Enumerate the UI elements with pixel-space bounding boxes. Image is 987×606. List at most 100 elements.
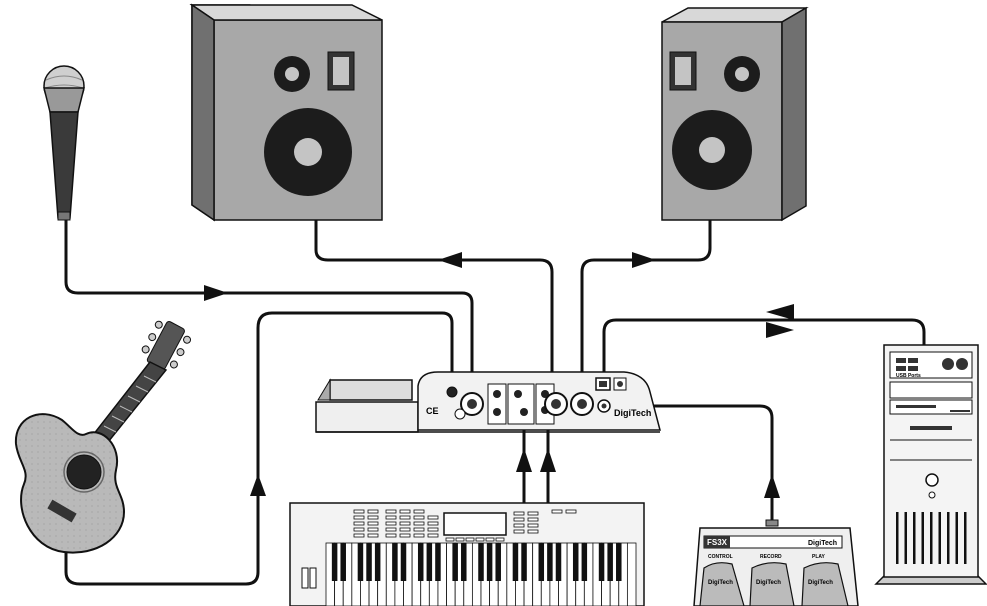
footswitch-brand: DigiTech: [808, 540, 837, 547]
black-key: [392, 543, 398, 581]
black-key: [417, 543, 424, 581]
mic-cable: [64, 218, 474, 387]
arrow-mic: [204, 285, 228, 301]
keyboard-panel-button: [427, 533, 439, 538]
vent-slot: [913, 512, 916, 564]
black-key: [598, 543, 605, 581]
footswitch-label-control: CONTROL: [708, 554, 733, 560]
keyboard-panel-button: [565, 509, 577, 514]
footswitch-model: FS3X: [707, 538, 728, 547]
keyboard-panel-button: [413, 509, 425, 514]
footswitch-pedal-2: [749, 562, 795, 606]
black-key: [366, 543, 372, 581]
black-key: [521, 543, 527, 581]
keyboard-panel-button: [353, 533, 365, 538]
arrow-right-speaker: [632, 252, 656, 268]
black-key: [512, 543, 519, 581]
keyboard-panel-button: [495, 537, 505, 542]
keyboard-panel-button: [527, 523, 539, 528]
black-key: [547, 543, 553, 581]
computer-vents: [896, 512, 967, 564]
keyboard-panel-button: [413, 533, 425, 538]
ce-mark: CE: [426, 406, 439, 416]
right-speaker-cable: [580, 203, 712, 390]
speaker-right: [661, 6, 809, 222]
black-key: [478, 543, 484, 581]
computer-tower: USB Ports: [874, 344, 987, 585]
arrow-keyboard-1: [516, 448, 532, 472]
footswitch: FS3X DigiTech CONTROL RECORD PLAY DigiTe…: [693, 519, 859, 606]
usb-cable: [602, 318, 926, 380]
keyboard-panel-button: [399, 509, 411, 514]
keyboard-panel-button: [367, 515, 379, 520]
keyboard-panel-button: [413, 527, 425, 532]
keyboard-input-1: [520, 408, 528, 416]
keyboard-panel-button: [427, 527, 439, 532]
black-key: [581, 543, 588, 581]
white-key: [626, 542, 637, 606]
footswitch-label-record: RECORD: [760, 554, 782, 560]
speaker-right-side: [781, 6, 807, 222]
keyboard-panel-button: [527, 511, 539, 516]
interface-base: [315, 401, 419, 433]
keyboard-panel-button: [353, 527, 365, 532]
black-key: [486, 543, 493, 581]
vent-slot: [938, 512, 941, 564]
keyboard-buttons: [353, 509, 577, 542]
footswitch-pedal-1: [699, 562, 745, 606]
keyboard-panel-button: [385, 527, 397, 532]
keyboard-panel-button: [475, 537, 485, 542]
black-key: [555, 543, 562, 581]
keyboard-panel-button: [427, 521, 439, 526]
black-key: [572, 543, 579, 581]
guitar-input-jack: [446, 386, 458, 398]
vent-slot: [955, 512, 958, 564]
keyboard-display: [443, 512, 507, 536]
keyboard-panel-button: [385, 533, 397, 538]
computer-usb-panel: [889, 351, 973, 379]
mic-body: [49, 111, 79, 219]
keyboard-panel-button: [353, 521, 365, 526]
black-key: [374, 543, 381, 581]
keyboard-panel-button: [385, 515, 397, 520]
arrow-guitar: [250, 474, 266, 496]
arrow-usb-in: [766, 304, 794, 320]
arrow-keyboard-2: [540, 448, 556, 472]
arrow-left-speaker: [438, 252, 462, 268]
keyboard-panel-button: [399, 521, 411, 526]
black-key: [331, 543, 338, 581]
footswitch-cable: [602, 404, 774, 522]
footswitch-pedal-3: [801, 562, 849, 606]
arrow-footswitch: [764, 474, 780, 498]
keyboard-panel-button: [513, 523, 525, 528]
keyboard-panel-button: [385, 521, 397, 526]
keyboard-panel-button: [513, 511, 525, 516]
keyboard-panel-button: [513, 529, 525, 534]
interface-pedal: [329, 379, 413, 401]
keyboard-panel-button: [399, 515, 411, 520]
vent-slot: [904, 512, 907, 564]
keyboard-panel-button: [399, 533, 411, 538]
keyboard-panel-button: [367, 521, 379, 526]
keyboard-panel-button: [367, 533, 379, 538]
keyboard-panel-button: [465, 537, 475, 542]
keyboard-panel-button: [551, 509, 563, 514]
keyboard-panel-button: [399, 527, 411, 532]
computer-power-button: [925, 473, 939, 487]
left-speaker-cable: [314, 208, 554, 390]
computer-floppy: [910, 426, 952, 430]
keyboard-panel-button: [527, 517, 539, 522]
computer-drive-1: [889, 381, 973, 399]
guitar-body: [14, 413, 126, 554]
microphone: [43, 65, 85, 221]
black-key: [607, 543, 613, 581]
black-key: [400, 543, 407, 581]
vent-slot: [896, 512, 899, 564]
acoustic-guitar: [14, 320, 192, 554]
footswitch-pedal-1-brand: DigiTech: [708, 580, 733, 586]
interface-brand: DigiTech: [614, 408, 651, 418]
signal-arrows: [204, 252, 794, 498]
guitar-bridge: [47, 499, 77, 523]
keyboard-panel-button: [527, 529, 539, 534]
audio-interface: CE DigiTech: [315, 371, 661, 433]
